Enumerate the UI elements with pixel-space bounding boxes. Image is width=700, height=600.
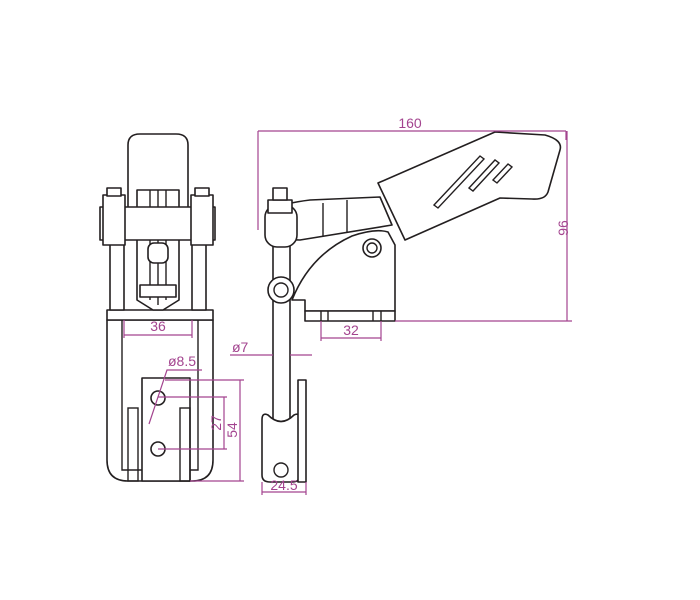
dim-bracket-height: 54 bbox=[224, 422, 240, 438]
side-view bbox=[261, 131, 562, 483]
dim-base-hole-spacing: 32 bbox=[343, 322, 359, 338]
stud-tip-right bbox=[194, 187, 210, 197]
nut-right bbox=[190, 194, 214, 246]
dim-line-36 bbox=[123, 320, 193, 338]
dim-line-160 bbox=[257, 130, 567, 230]
foot-bracket bbox=[297, 379, 307, 483]
stud-tip-left bbox=[106, 187, 122, 197]
pivot-pin-front bbox=[147, 242, 169, 264]
dim-base-width: 36 bbox=[150, 318, 166, 334]
mounting-bracket bbox=[141, 377, 191, 482]
dimensions: 160 96 32 ø7 24.5 36 ø8.5 27 54 bbox=[123, 115, 572, 495]
dim-line-24-5 bbox=[261, 482, 307, 495]
dim-overall-height: 96 bbox=[555, 220, 571, 236]
stud-left bbox=[109, 239, 125, 311]
stud-right bbox=[191, 239, 207, 311]
lower-pivot bbox=[267, 276, 295, 304]
base-plate-side bbox=[304, 310, 396, 322]
dim-line-d8-5 bbox=[148, 369, 202, 425]
nut-left bbox=[102, 194, 126, 246]
grip-ridges bbox=[432, 155, 514, 209]
pivot-pin bbox=[362, 238, 382, 258]
link-block bbox=[139, 284, 177, 298]
dim-hole-diameter: ø8.5 bbox=[168, 353, 196, 369]
spindle-nut bbox=[267, 199, 293, 214]
dim-line-96 bbox=[395, 131, 572, 322]
handle-grip bbox=[377, 131, 562, 241]
dim-line-32 bbox=[320, 321, 382, 341]
dim-hole-spacing: 27 bbox=[208, 415, 224, 431]
clamp-foot bbox=[261, 413, 301, 483]
front-view bbox=[99, 133, 216, 482]
dim-overall-length: 160 bbox=[398, 115, 422, 131]
dim-line-54 bbox=[165, 379, 244, 482]
dim-foot-width: 24.5 bbox=[270, 477, 297, 493]
dim-spindle-diameter: ø7 bbox=[232, 339, 249, 355]
bracket-rib-right bbox=[179, 407, 191, 482]
dim-line-27 bbox=[158, 396, 227, 450]
bracket-rib-left bbox=[127, 407, 139, 482]
spindle-tip bbox=[272, 187, 288, 201]
